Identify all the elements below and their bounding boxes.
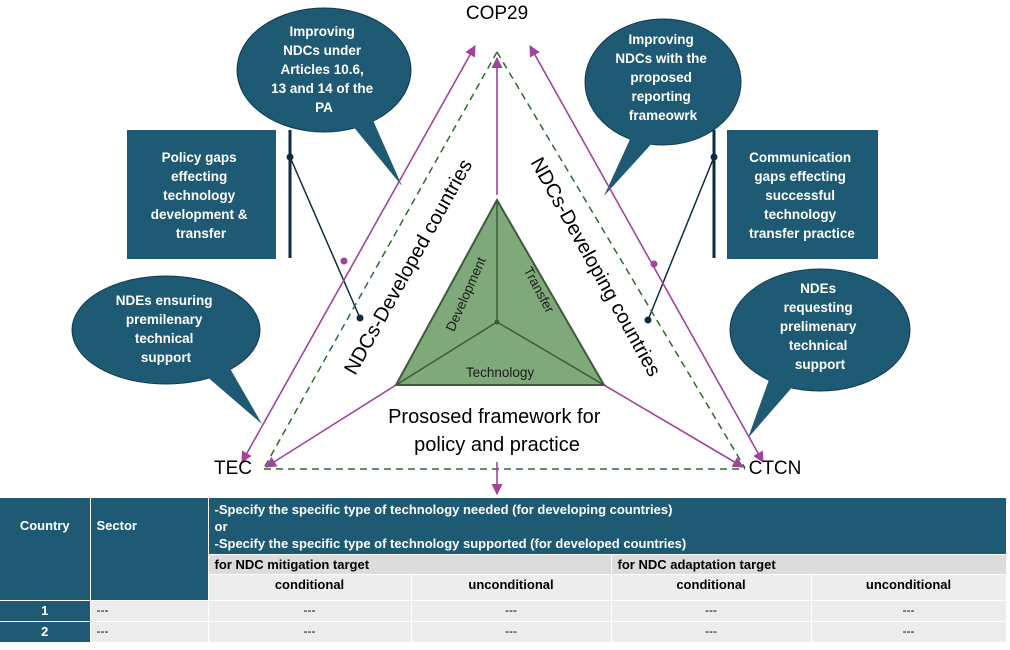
row-cell: --- xyxy=(811,621,1007,643)
bubble-bottom-left-line: support xyxy=(141,350,192,365)
box-policy-gaps: Policy gaps effecting technology develop… xyxy=(127,130,276,259)
caption-line: policy and practice xyxy=(414,434,580,456)
header-mitigation-unconditional: unconditional xyxy=(411,574,612,601)
svg-text:Policy gaps effecting: Policy gaps effecting technology develop… xyxy=(151,150,252,241)
bubble-top-right: Improving NDCs with the proposed reporti… xyxy=(584,18,742,196)
bubble-bottom-right-line: requesting xyxy=(784,300,853,315)
box-communication-gaps-line: transfer practice xyxy=(749,226,855,241)
row-cell: --- xyxy=(611,621,812,643)
box-communication-gaps-line: technology xyxy=(764,207,836,222)
bubble-top-right-line: proposed xyxy=(630,70,692,85)
technology-table: Country Sector -Specify the specific typ… xyxy=(0,498,1007,643)
bubble-bottom-left-line: technical xyxy=(135,331,194,346)
header-adaptation: for NDC adaptation target xyxy=(611,554,1007,575)
box-communication-gaps-line: successful xyxy=(765,188,835,203)
row-cell: --- xyxy=(411,621,612,643)
specify-line-supported: -Specify the specific type of technology… xyxy=(214,536,687,551)
bubble-bottom-right-line: prelimenary xyxy=(780,319,857,334)
bubble-top-left-line: PA xyxy=(315,100,333,115)
row-cell: --- xyxy=(90,600,209,622)
bubble-top-left-line: Improving xyxy=(289,24,354,39)
svg-text:Prososed framework for pol: Prososed framework for policy and practi… xyxy=(388,406,606,456)
row-cell: --- xyxy=(208,600,412,622)
bubble-bottom-right-line: support xyxy=(795,357,846,372)
header-specify: -Specify the specific type of technology… xyxy=(208,498,1007,555)
table-row: 2 --- --- --- --- --- xyxy=(0,621,1007,643)
connector-left xyxy=(286,130,364,322)
svg-text:NDEs ensuring premilenar: NDEs ensuring premilenary technical supp… xyxy=(116,293,217,365)
connector-right xyxy=(644,130,718,324)
header-sector: Sector xyxy=(90,498,209,601)
node-cop29: COP29 xyxy=(466,3,528,24)
box-policy-gaps-line: Policy gaps xyxy=(162,150,237,165)
bubble-top-left-line: NDCs under xyxy=(283,43,362,58)
header-mitigation: for NDC mitigation target xyxy=(208,554,612,575)
row-cell: --- xyxy=(411,600,612,622)
box-policy-gaps-line: development & xyxy=(151,207,248,222)
header-adaptation-unconditional: unconditional xyxy=(811,574,1007,601)
box-policy-gaps-line: technology xyxy=(163,188,235,203)
arrow-dot-left xyxy=(340,257,348,265)
caption-line: Prososed framework for xyxy=(388,406,601,428)
purple-arrows xyxy=(241,45,764,496)
bubble-bottom-left-line: premilenary xyxy=(126,312,203,327)
table-row: 1 --- --- --- --- --- xyxy=(0,600,1007,622)
svg-text:NDEs requesting pr: NDEs requesting prelimenary technical su… xyxy=(780,281,860,372)
header-country: Country xyxy=(0,498,91,601)
header-mitigation-conditional: conditional xyxy=(208,574,412,601)
box-policy-gaps-line: transfer xyxy=(176,226,227,241)
bubble-bottom-right: NDEs requesting prelimenary technical su… xyxy=(729,268,911,438)
box-policy-gaps-line: effecting xyxy=(171,169,227,184)
row-cell: --- xyxy=(611,600,812,622)
specify-line-needed: -Specify the specific type of technology… xyxy=(214,502,673,517)
bubble-top-right-line: frameowrk xyxy=(629,108,698,123)
bubble-bottom-left-line: NDEs ensuring xyxy=(116,293,213,308)
framework-diagram: Improving NDCs under Articles 10.6, 13 a… xyxy=(71,3,911,496)
triangle-label-technology: Technology xyxy=(466,365,535,380)
bubble-top-right-line: reporting xyxy=(631,89,690,104)
row-id: 1 xyxy=(0,600,91,622)
row-cell: --- xyxy=(811,600,1007,622)
bubble-top-left-line: Articles 10.6, xyxy=(280,62,363,77)
box-communication-gaps-line: Communication xyxy=(749,150,851,165)
row-cell: --- xyxy=(90,621,209,643)
bubble-bottom-left: NDEs ensuring premilenary technical supp… xyxy=(71,275,262,424)
bubble-top-left-line: 13 and 14 of the xyxy=(271,81,374,96)
bubble-top-right-line: NDCs with the xyxy=(615,51,707,66)
bubble-bottom-right-line: technical xyxy=(789,338,848,353)
box-communication-gaps-line: gaps effecting xyxy=(754,169,846,184)
row-id: 2 xyxy=(0,621,91,643)
box-communication-gaps: Communication gaps effecting successful … xyxy=(727,130,878,259)
svg-text:Communication gaps effec: Communication gaps effecting successful … xyxy=(749,150,855,241)
node-tec: TEC xyxy=(214,458,252,479)
bubble-top-right-line: Improving xyxy=(628,32,693,47)
arrow-dot-right xyxy=(650,260,658,268)
header-adaptation-conditional: conditional xyxy=(611,574,812,601)
specify-line-or: or xyxy=(214,519,228,534)
bubble-bottom-right-line: NDEs xyxy=(800,281,836,296)
row-cell: --- xyxy=(208,621,412,643)
node-ctcn: CTCN xyxy=(749,458,802,479)
